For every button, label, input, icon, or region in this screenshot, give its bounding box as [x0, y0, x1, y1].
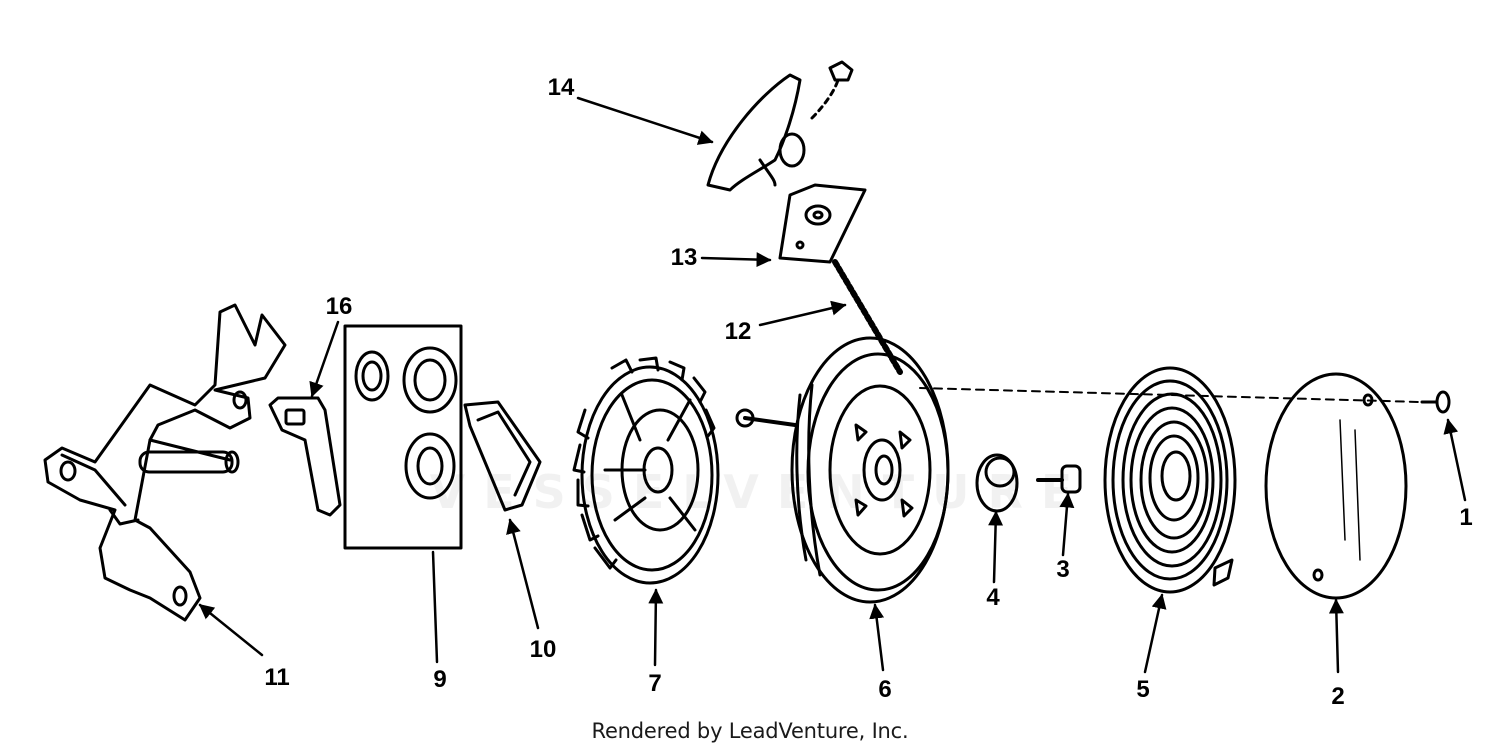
- callout-13: 13: [670, 244, 698, 271]
- leader-1: [1443, 418, 1467, 502]
- part-9-seal-card: [343, 324, 463, 550]
- leader-4: [988, 510, 1004, 584]
- callout-5: 5: [1136, 676, 1150, 703]
- leader-3: [1059, 492, 1075, 557]
- callout-3: 3: [1056, 556, 1070, 583]
- part-13-plate: [778, 183, 867, 264]
- leader-13: [700, 252, 772, 268]
- leader-5: [1143, 593, 1167, 674]
- part-10-spring-clip: [463, 400, 542, 512]
- leader-2: [1328, 598, 1344, 674]
- assembly-axis-line: [919, 387, 1421, 403]
- callout-6: 6: [878, 676, 892, 703]
- callout-4: 4: [986, 584, 1000, 611]
- part-3-screw: [1036, 464, 1082, 494]
- part-1-rivet: [1420, 390, 1451, 414]
- leader-10: [506, 518, 540, 630]
- leader-9: [431, 550, 439, 664]
- part-11-bracket: [43, 303, 287, 622]
- leader-14: [576, 96, 714, 145]
- leader-7: [648, 588, 664, 667]
- watermark: VESSELVENTURE: [429, 465, 1091, 519]
- part-14-handle: [706, 60, 854, 192]
- callout-9: 9: [433, 666, 447, 693]
- part-7-gear: [572, 356, 720, 585]
- callout-10: 10: [529, 636, 557, 663]
- leader-16: [309, 320, 340, 398]
- callout-7: 7: [648, 670, 662, 697]
- leader-lines: [198, 96, 1467, 674]
- callout-11: 11: [264, 664, 290, 691]
- callout-1: 1: [1459, 504, 1473, 531]
- callout-16: 16: [325, 293, 353, 320]
- part-5-spring: [1103, 366, 1237, 594]
- callout-2: 2: [1331, 683, 1345, 710]
- leader-11: [198, 603, 264, 657]
- leader-6: [869, 603, 885, 672]
- part-2-cover: [1264, 372, 1408, 600]
- callout-14: 14: [547, 74, 575, 101]
- callout-12: 12: [724, 318, 752, 345]
- part-16-clip: [268, 396, 342, 517]
- credit-text: Rendered by LeadVenture, Inc.: [591, 719, 909, 743]
- part-6-pulley: [735, 336, 950, 604]
- part-12-rope: [832, 259, 903, 375]
- leader-12: [758, 300, 847, 327]
